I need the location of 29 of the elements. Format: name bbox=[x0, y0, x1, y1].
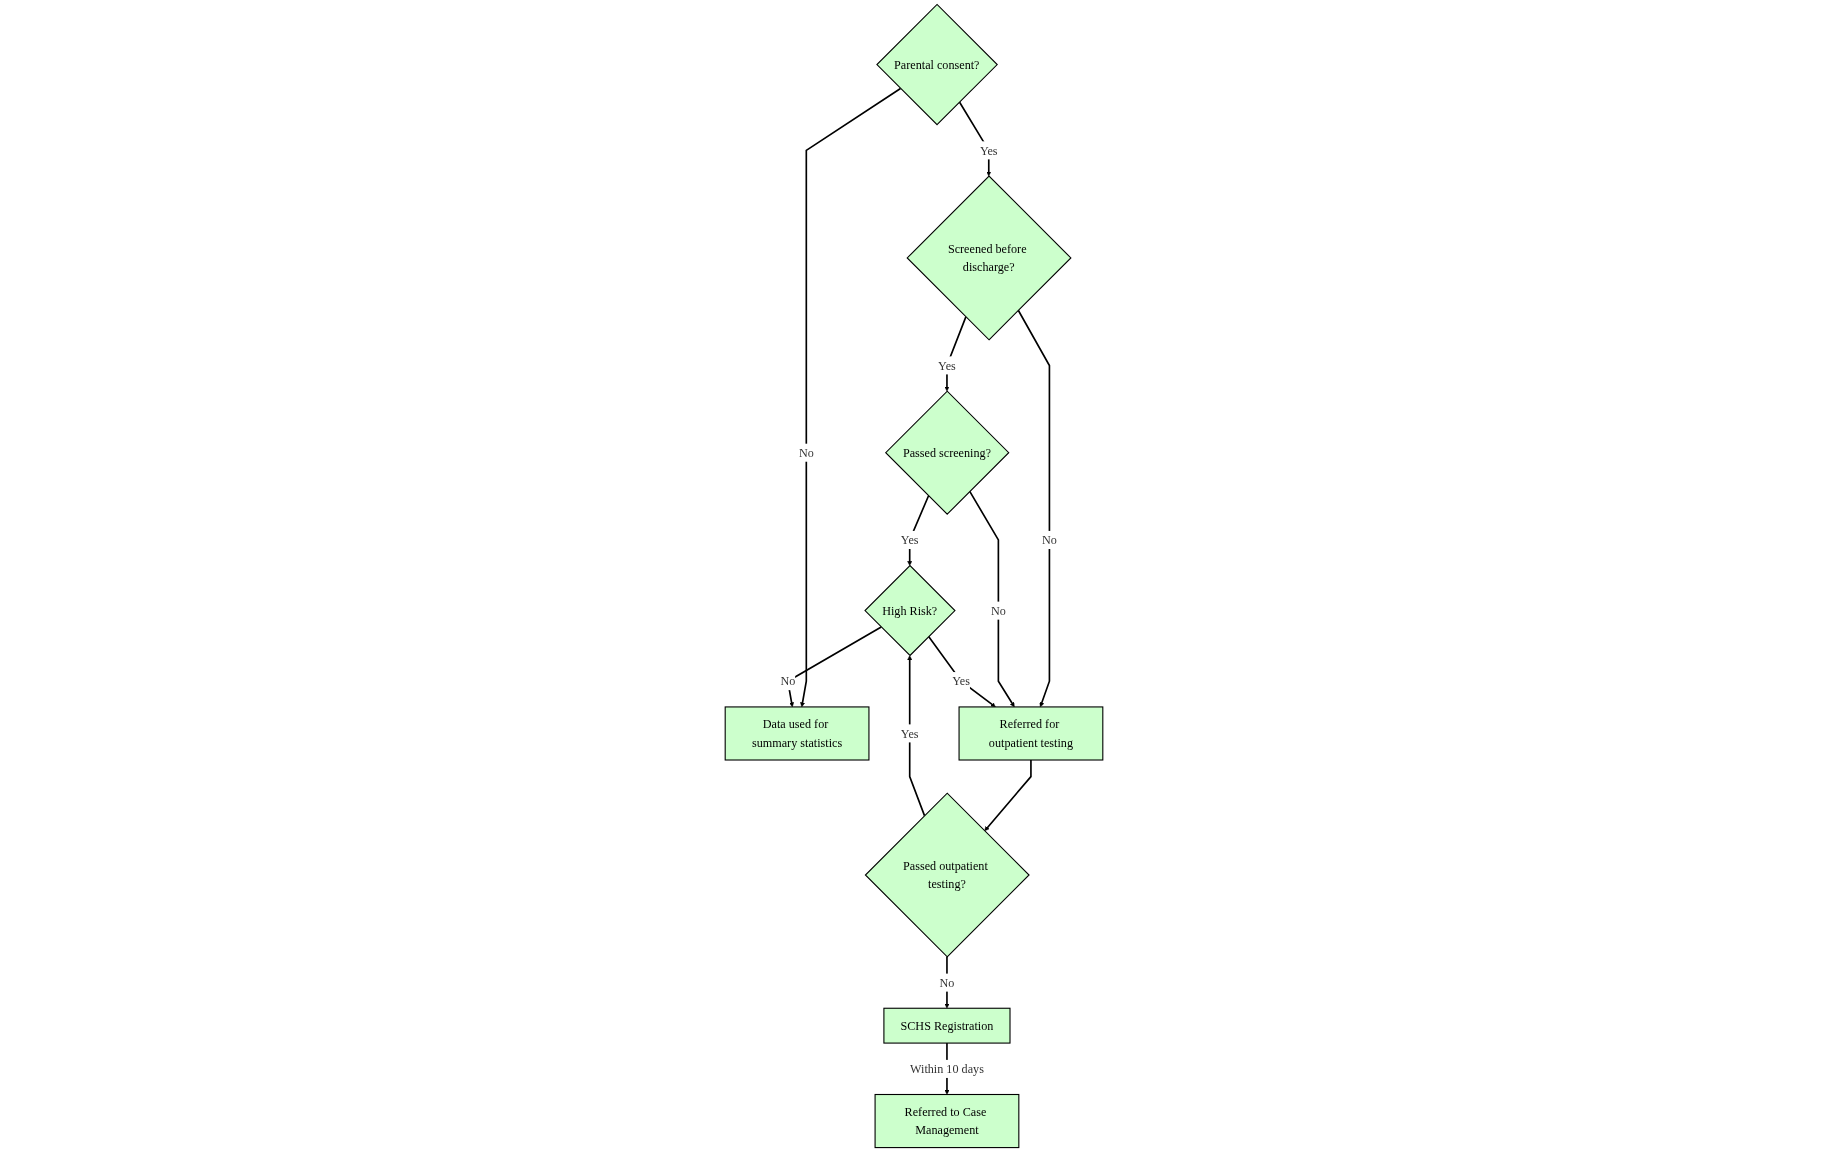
node-diamond: Passed screening? bbox=[884, 390, 1010, 515]
arrow bbox=[907, 494, 930, 566]
edge-label: No bbox=[1041, 532, 1057, 547]
node-diamond: Parental consent? bbox=[876, 3, 998, 126]
arrow bbox=[907, 655, 926, 817]
edge-label: Within 10 days bbox=[910, 1061, 984, 1076]
edge-label: Yes bbox=[900, 726, 919, 741]
edge-label: No bbox=[798, 445, 814, 460]
arrow bbox=[984, 759, 1032, 832]
node-box: Referred for outpatient testing bbox=[958, 706, 1104, 761]
edge-label: No bbox=[939, 975, 955, 990]
node-diamond: High Risk? bbox=[864, 564, 956, 657]
node-box: Data used for summary statistics bbox=[724, 706, 870, 761]
edge-label: No bbox=[990, 603, 1006, 618]
node-box: SCHS Registration bbox=[883, 1007, 1011, 1044]
arrow bbox=[968, 490, 1015, 708]
node-box: Referred to Case Management bbox=[874, 1093, 1020, 1149]
edge-label: Yes bbox=[900, 532, 919, 547]
node-diamond: Screened before discharge? bbox=[906, 175, 1072, 341]
arrow bbox=[927, 635, 996, 708]
edge-label: Yes bbox=[938, 358, 956, 373]
edge-label: No bbox=[780, 674, 796, 689]
edge-label: Yes bbox=[952, 674, 970, 689]
arrow bbox=[1017, 309, 1051, 708]
arrow bbox=[786, 626, 883, 708]
arrow bbox=[800, 87, 902, 708]
arrow bbox=[944, 316, 967, 392]
edge-label: Yes bbox=[979, 143, 998, 158]
node-diamond: Passed outpatient testing? bbox=[864, 792, 1030, 958]
